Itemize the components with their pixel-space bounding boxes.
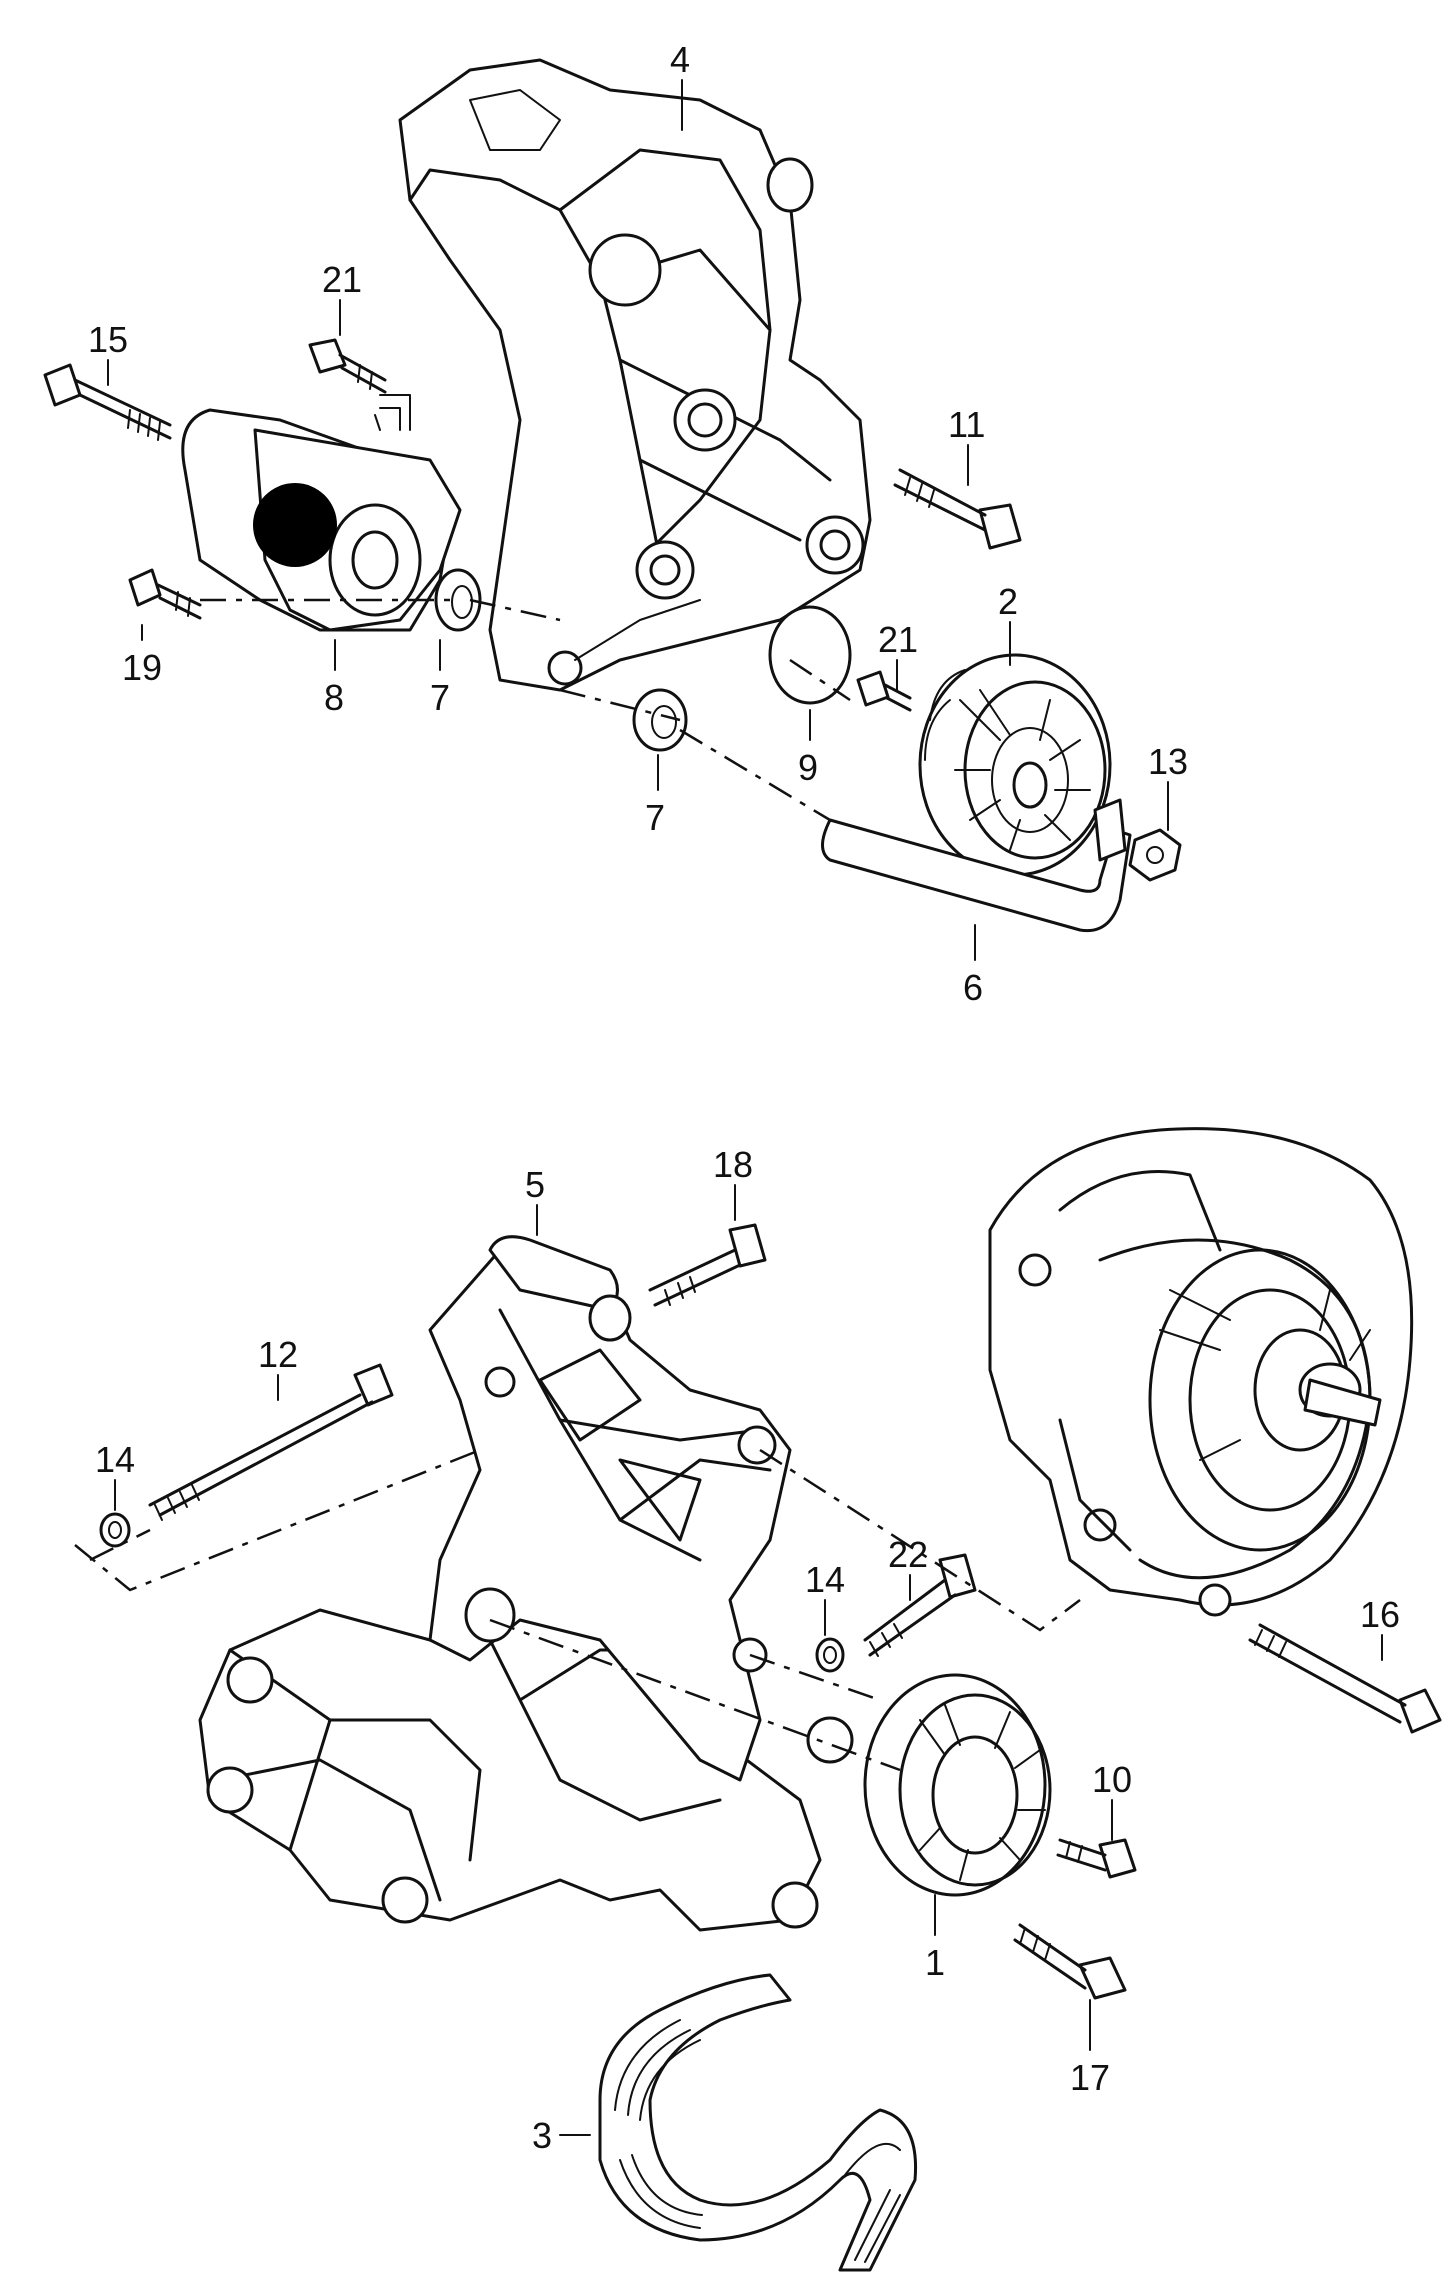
callout-6: 6	[963, 967, 983, 1008]
pulley-part-2	[918, 653, 1112, 877]
washer-part-7-lower	[632, 688, 688, 752]
callout-4: 4	[670, 39, 690, 80]
callout-8: 8	[324, 677, 344, 718]
callout-14-left: 14	[95, 1439, 135, 1480]
callout-13: 13	[1148, 741, 1188, 782]
bolt-part-19	[128, 568, 202, 620]
bolt-part-15	[43, 363, 172, 441]
callout-12: 12	[258, 1334, 298, 1375]
axis-line-pulley-1	[489, 1618, 901, 1772]
bolt-part-21-upper	[308, 338, 387, 394]
tensioner-part-8	[181, 407, 462, 632]
callout-1: 1	[925, 1942, 945, 1983]
callout-15: 15	[88, 319, 128, 360]
cap-part-9	[768, 605, 852, 705]
bolt-part-12	[148, 1363, 394, 1521]
callout-16: 16	[1360, 1594, 1400, 1635]
bolt-part-11	[893, 468, 1022, 550]
callout-14-right: 14	[805, 1559, 845, 1600]
axis-line-lower-left	[74, 1448, 481, 1592]
upper-bracket	[398, 58, 872, 692]
washer-part-14-left	[99, 1512, 131, 1548]
bracket-part-5	[428, 1235, 792, 1782]
axis-line-upper-left	[200, 598, 561, 622]
callout-11: 11	[948, 404, 985, 445]
callout-21-upper: 21	[322, 259, 362, 300]
callout-18: 18	[713, 1144, 753, 1185]
callout-19: 19	[122, 647, 162, 688]
bolt-part-16	[1248, 1623, 1442, 1734]
callout-9: 9	[798, 747, 818, 788]
bolt-part-10	[1056, 1838, 1137, 1879]
axis-line-washer	[559, 688, 681, 722]
pulley-part-1	[863, 1673, 1052, 1897]
axis-line-pin	[679, 728, 831, 822]
black-circle-mark	[253, 483, 337, 567]
bolt-part-21-lower	[856, 670, 912, 712]
callout-7-upper: 7	[430, 677, 450, 718]
bolt-part-22	[863, 1553, 977, 1657]
axis-line-cap	[789, 658, 851, 702]
leader-lines	[107, 79, 1383, 2136]
callout-2: 2	[998, 581, 1018, 622]
callout-10: 10	[1092, 1759, 1132, 1800]
bolt-part-18	[648, 1223, 767, 1307]
washer-part-7-upper	[434, 568, 482, 632]
callout-22: 22	[888, 1534, 928, 1575]
axis-line-bolt-22	[749, 1653, 881, 1702]
pin-part-6	[821, 798, 1132, 933]
callout-5: 5	[525, 1164, 545, 1205]
alternator	[988, 1127, 1414, 1617]
axis-line-alternator	[759, 1448, 1081, 1632]
bolt-part-17	[1013, 1923, 1127, 2000]
nut-part-13	[1128, 828, 1182, 882]
leader-dashed-21	[379, 394, 411, 431]
callout-7-lower: 7	[645, 797, 665, 838]
callout-17: 17	[1070, 2057, 1110, 2098]
callout-3: 3	[532, 2115, 552, 2156]
callout-21-lower: 21	[878, 619, 918, 660]
belt-part-3	[598, 1973, 918, 2272]
washer-part-14-right	[815, 1637, 845, 1673]
